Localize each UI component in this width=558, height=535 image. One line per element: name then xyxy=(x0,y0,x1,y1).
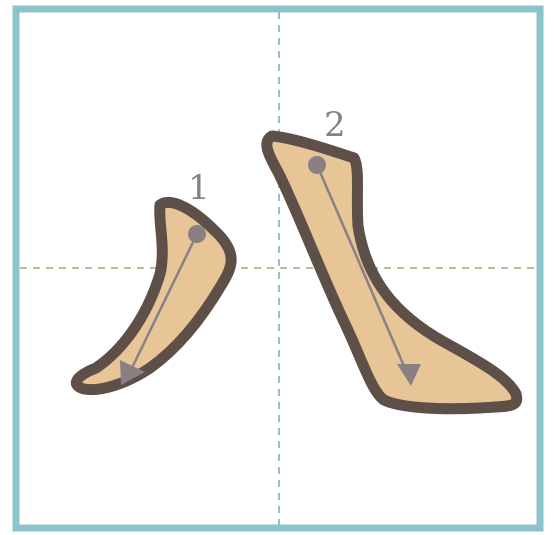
stroke-2-start-dot xyxy=(308,156,326,174)
stroke-1-number: 1 xyxy=(188,168,210,208)
frame-border xyxy=(16,9,540,528)
stroke-1-shape xyxy=(76,202,231,389)
stroke-1-start-dot xyxy=(188,225,206,243)
stroke-2-number: 2 xyxy=(324,105,346,145)
stroke-2-shape xyxy=(267,136,517,409)
